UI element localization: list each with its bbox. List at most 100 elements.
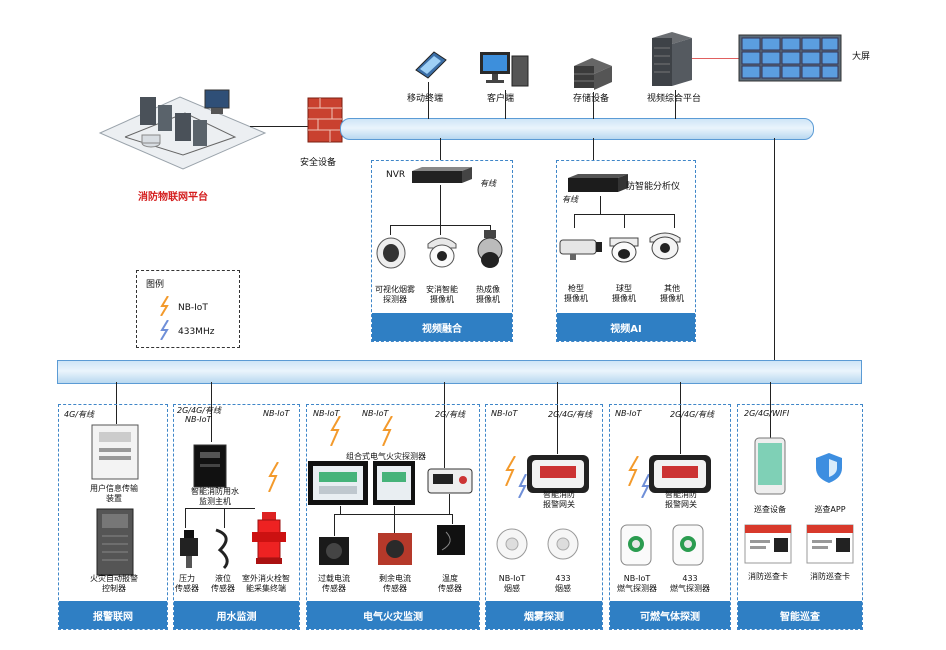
smoke-net2-label: 2G/4G/有线 <box>548 410 592 419</box>
video-ai-footer: 视频AI <box>557 313 695 341</box>
smoke-d1-l1: NB-IoT <box>498 574 526 583</box>
patrol-link <box>770 382 771 438</box>
video-fusion-footer: 视频融合 <box>372 313 512 341</box>
bottom-network-bus <box>57 360 862 384</box>
ai-drop-1 <box>574 214 575 228</box>
m433-smoke-detector-icon <box>547 528 579 560</box>
platform-link <box>250 126 312 127</box>
gas-group: 可燃气体探测 <box>609 404 731 630</box>
patrol-net-label: 2G/4G/WIFI <box>744 409 790 418</box>
ai-cam1-label-l1: 枪型 <box>568 284 584 293</box>
temperature-sensor-icon <box>437 525 465 555</box>
nbiot-smoke-detector-icon <box>496 528 528 560</box>
alarm-net-label: 4G/有线 <box>64 410 94 419</box>
water-net1-label: 2G/4G/有线 <box>177 406 221 415</box>
storage-device-icon <box>574 58 612 90</box>
analyzer-icon <box>568 174 628 192</box>
alarm-footer: 报警联网 <box>59 601 167 629</box>
electric-up-1 <box>340 506 341 514</box>
video-ai-link <box>593 138 594 160</box>
smoke-link <box>557 382 558 454</box>
gas-nbiot-bolt-icon <box>628 456 639 486</box>
m433-gas-detector-icon <box>672 524 704 566</box>
security-device-label: 安全设备 <box>300 158 337 168</box>
water-net2-label: NB-IoT <box>263 409 290 418</box>
electric-s1-l2: 传感器 <box>322 584 346 593</box>
gas-d1-l2: 燃气探测器 <box>617 584 657 593</box>
legend-box <box>136 270 240 348</box>
alarm-controller-icon <box>96 508 134 576</box>
bus-backbone-link <box>774 138 775 360</box>
electric-s1-l1: 过载电流 <box>318 574 350 583</box>
smoke-gateway-l1: 智能消防 <box>543 490 575 499</box>
gas-d2-l1: 433 <box>682 574 698 583</box>
electric-down-2 <box>394 514 395 536</box>
alarm-dev1-l1: 用户信息传输 <box>90 484 138 493</box>
video-platform-link <box>675 90 676 119</box>
patrol-footer: 智能巡查 <box>738 601 862 629</box>
big-screen-label: 大屏 <box>852 52 871 62</box>
level-sensor-icon <box>215 528 229 570</box>
patrol-d2-label: 巡查APP <box>814 505 846 514</box>
client-link <box>505 90 506 119</box>
storage-link <box>593 92 594 119</box>
analyzer-label: 防智能分析仪 <box>626 182 681 192</box>
alarm-link <box>116 382 117 424</box>
ai-cam2-label-l2: 摄像机 <box>612 294 636 303</box>
ai-drop-2 <box>624 214 625 228</box>
video-platform-label: 视频综合平台 <box>647 94 702 104</box>
electric-s3-l1: 温度 <box>442 574 458 583</box>
electric-up-3 <box>449 494 450 514</box>
smoke-net1-label: NB-IoT <box>491 409 518 418</box>
gas-gateway-l1: 智能消防 <box>665 490 697 499</box>
water-host-l2: 监测主机 <box>199 497 231 506</box>
electric-net3-label: 2G/有线 <box>435 410 465 419</box>
legend-433-label: 433MHz <box>178 327 215 337</box>
client-label: 客户端 <box>487 94 515 104</box>
water-branch-h <box>185 508 255 509</box>
patrol-phone-icon <box>754 437 786 495</box>
other-camera-icon <box>649 232 681 260</box>
ai-cam1-label-l2: 摄像机 <box>564 294 588 303</box>
water-s3-l1: 室外消火栓智 <box>242 574 290 583</box>
ai-cam3-label-l2: 摄像机 <box>660 294 684 303</box>
video-ai-wired-label: 有线 <box>562 195 578 204</box>
cam1-label-l1: 可视化烟雾 <box>375 285 415 294</box>
video-ai-group: 视频AI <box>556 160 696 342</box>
branch-drop-2 <box>440 225 441 235</box>
water-monitor-host-icon <box>193 444 227 488</box>
gas-footer: 可燃气体探测 <box>610 601 730 629</box>
gas-d1-l1: NB-IoT <box>623 574 651 583</box>
electric-net2-label: NB-IoT <box>362 409 389 418</box>
smoke-group: 烟雾探测 <box>485 404 603 630</box>
patrol-d3-label: 消防巡查卡 <box>748 572 788 581</box>
top-network-bus <box>340 118 814 140</box>
electric-branch-h <box>334 514 452 515</box>
electric-nbiot-bolt-1 <box>330 416 341 446</box>
overload-current-sensor-icon <box>319 537 349 565</box>
cam2-label-l2: 摄像机 <box>430 295 454 304</box>
electric-up-2 <box>394 506 395 514</box>
ai-cam2-label-l1: 球型 <box>616 284 632 293</box>
water-host-l1: 智能消防用水 <box>191 487 239 496</box>
water-s2-l1: 液位 <box>215 574 231 583</box>
electric-s2-l1: 剩余电流 <box>379 574 411 583</box>
electric-down-3 <box>452 514 453 524</box>
smoke-footer: 烟雾探测 <box>486 601 602 629</box>
electric-detector-1-icon <box>308 461 368 505</box>
cam3-label-l1: 热成像 <box>476 285 500 294</box>
bullet-camera-icon <box>559 239 602 260</box>
fire-hydrant-icon <box>252 512 286 564</box>
smart-dome-camera-icon <box>427 237 457 268</box>
pressure-sensor-icon <box>180 530 198 568</box>
gas-d2-l2: 燃气探测器 <box>670 584 710 593</box>
speed-dome-camera-icon <box>609 237 639 263</box>
video-fusion-link <box>440 138 441 160</box>
gas-gateway-icon <box>649 455 711 493</box>
nbiot-bolt-icon <box>160 296 169 316</box>
smoke-433-bolt-icon <box>518 474 527 498</box>
fire-iot-platform-title: 消防物联网平台 <box>138 192 208 203</box>
video-fusion-group: 视频融合 <box>371 160 513 342</box>
electric-net1-label: NB-IoT <box>313 409 340 418</box>
water-branch-1 <box>185 508 186 528</box>
